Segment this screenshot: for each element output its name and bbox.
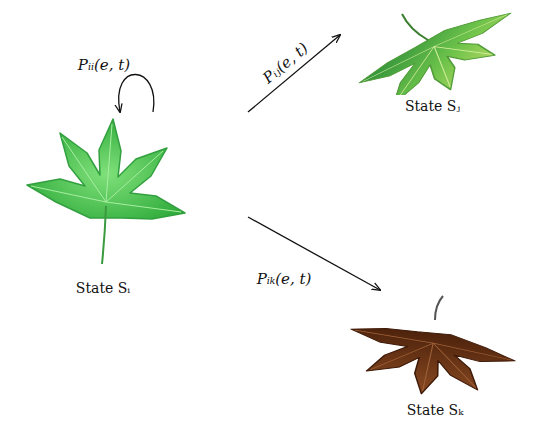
- state-node: State Sᵢ: [8, 112, 248, 302]
- state-label: State Sᵢ: [8, 280, 198, 296]
- wilting-leaf: [340, 0, 525, 95]
- transition-arrow: [248, 35, 340, 112]
- state-node: State Sₖ: [335, 290, 530, 424]
- transition-arrow: [119, 74, 154, 112]
- transition-probability: Pᵢᵢ(e, t): [76, 57, 132, 74]
- state-label: State Sₖ: [335, 402, 534, 418]
- green-leaf: [8, 112, 193, 267]
- transition-probability: Pᵢₖ(e, t): [255, 271, 314, 288]
- withered-leaf: [335, 290, 530, 395]
- state-label: State Sⱼ: [340, 98, 525, 114]
- transition-arrow: [248, 217, 380, 290]
- state-node: State Sⱼ: [340, 0, 525, 122]
